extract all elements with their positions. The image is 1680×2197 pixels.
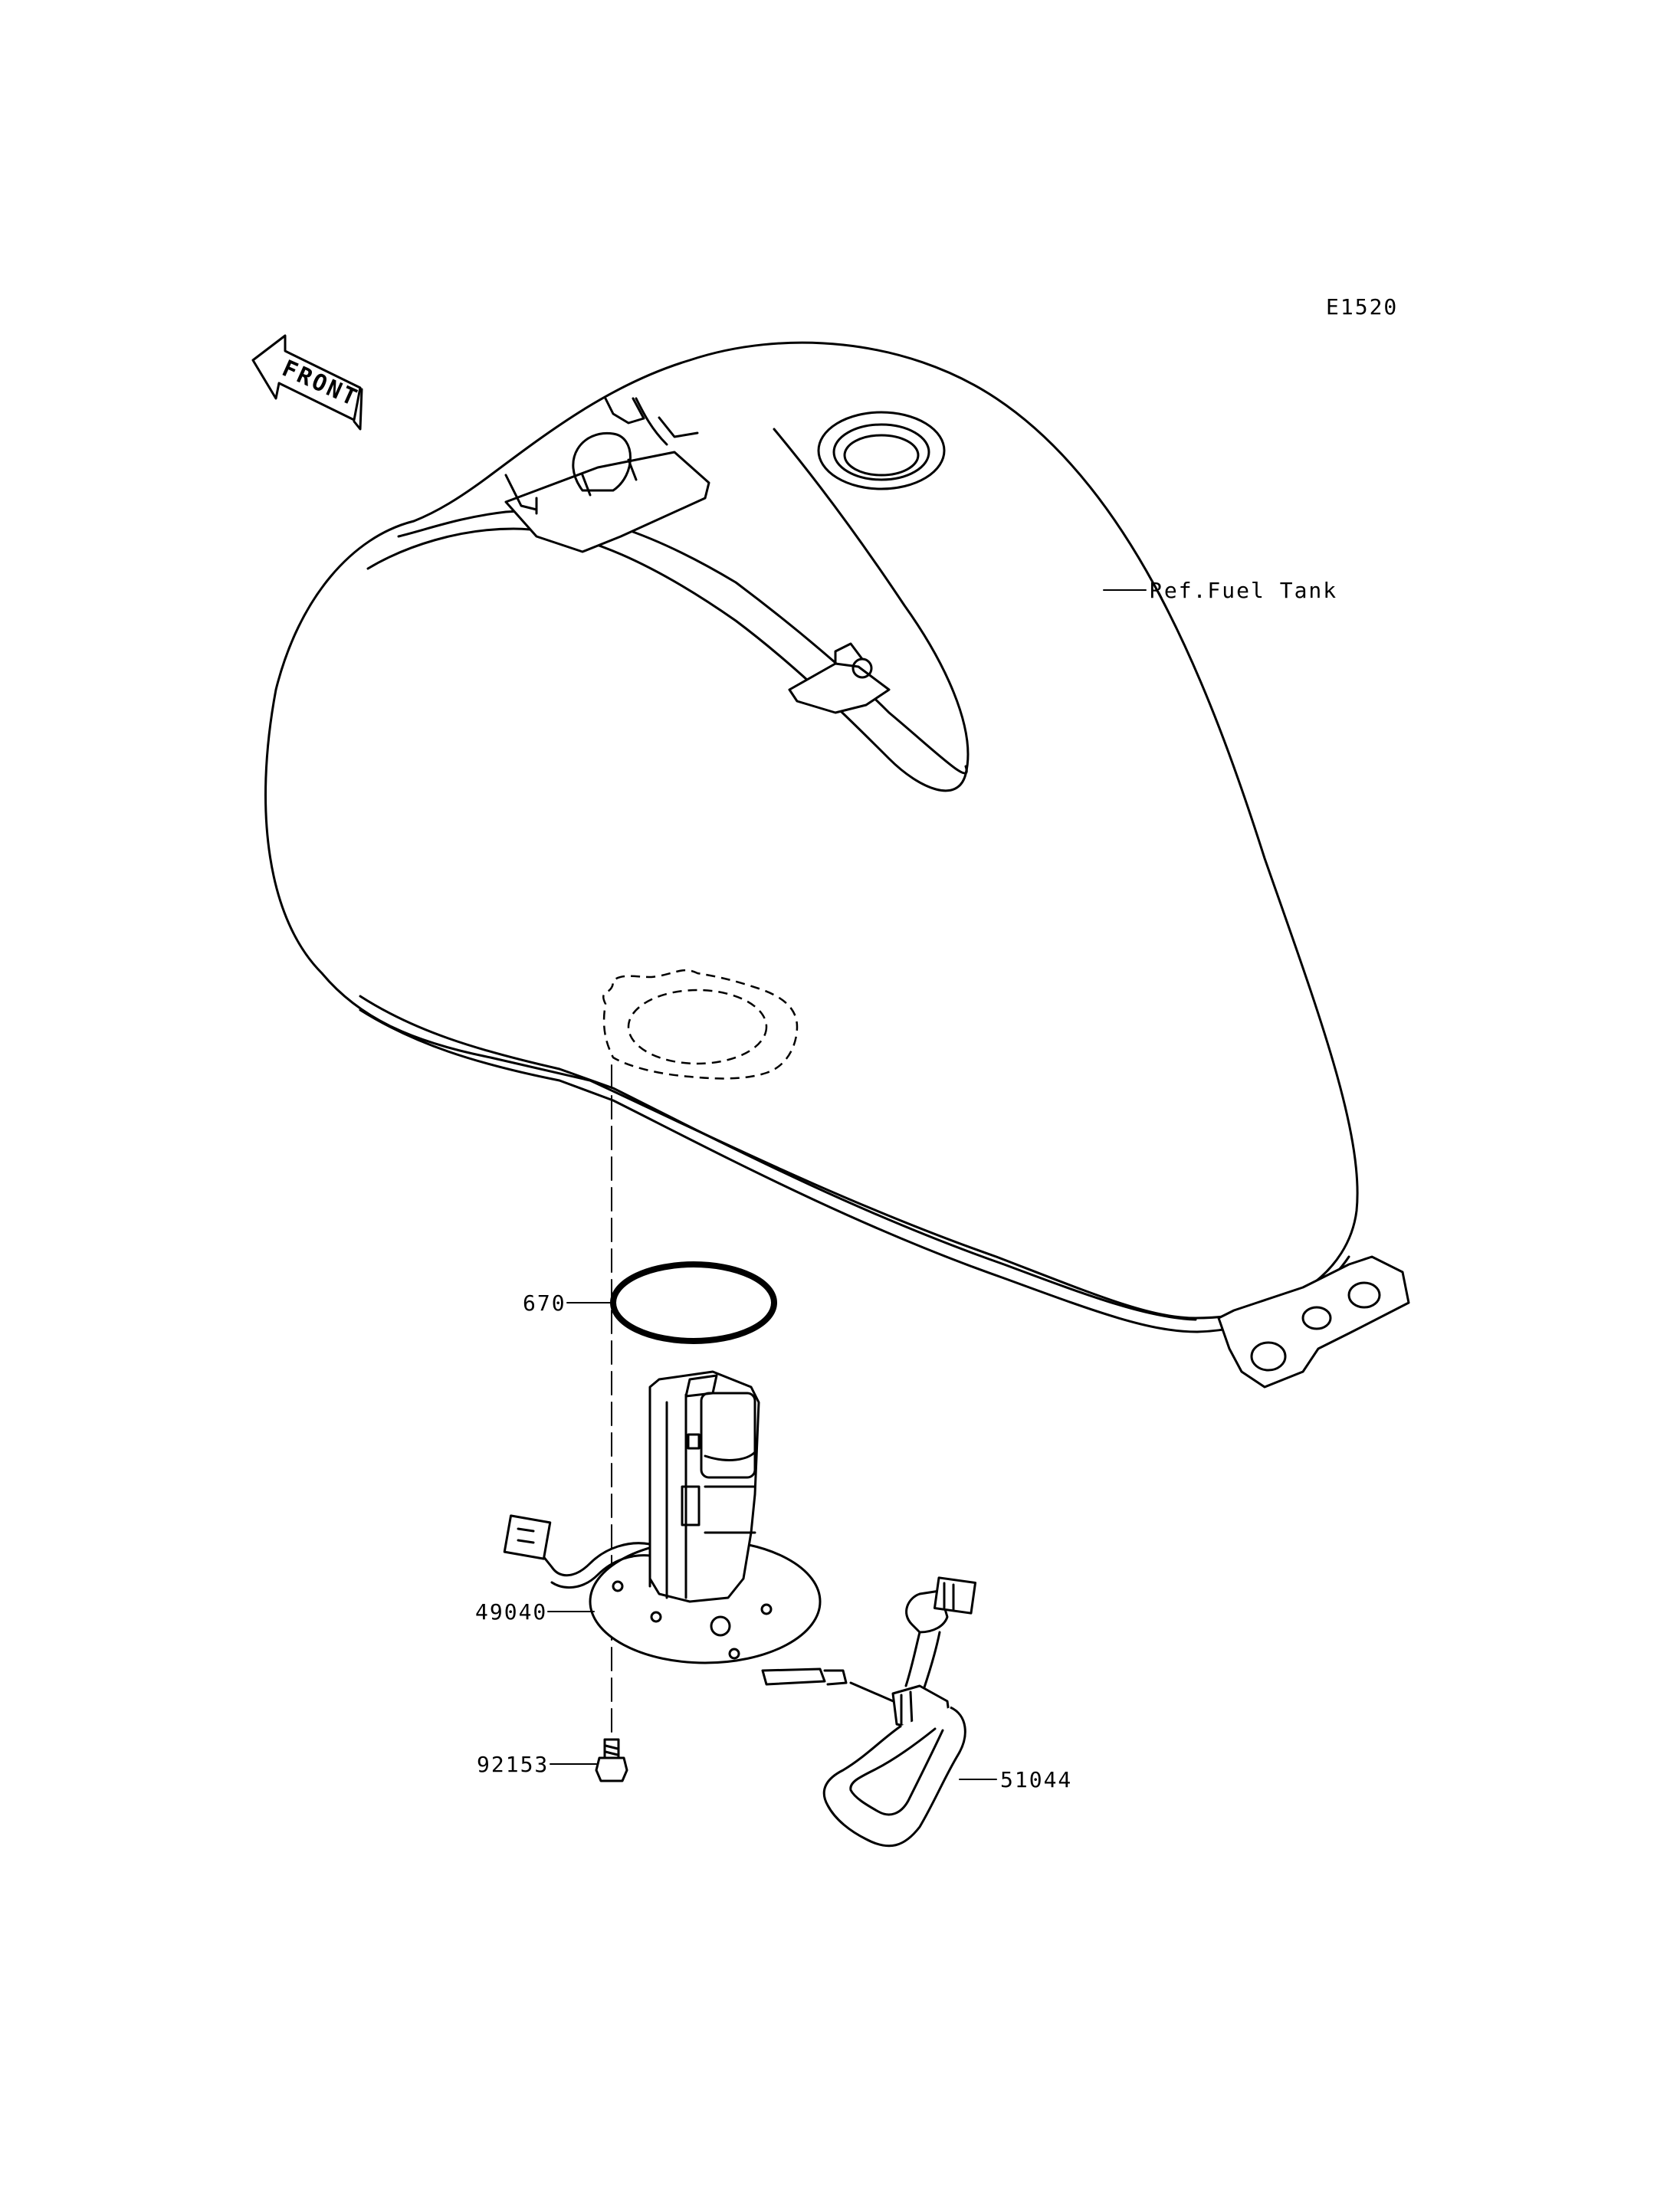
part-92153-label: 92153 (477, 1752, 549, 1777)
part-670-label: 670 (523, 1290, 566, 1316)
part-fuel-pump-assembly (503, 1370, 848, 1686)
part-49040-label: 49040 (475, 1599, 547, 1625)
part-fuel-hose (822, 1576, 977, 1848)
part-bolt (595, 1738, 628, 1782)
fuel-tank (264, 341, 1410, 1389)
front-direction-arrow: FRONT (251, 334, 363, 431)
part-o-ring (610, 1261, 777, 1344)
ref-fuel-tank-label: Ref.Fuel Tank (1150, 578, 1337, 603)
part-51044-label: 51044 (1000, 1767, 1072, 1792)
diagram-code: E1520 (1326, 294, 1398, 320)
